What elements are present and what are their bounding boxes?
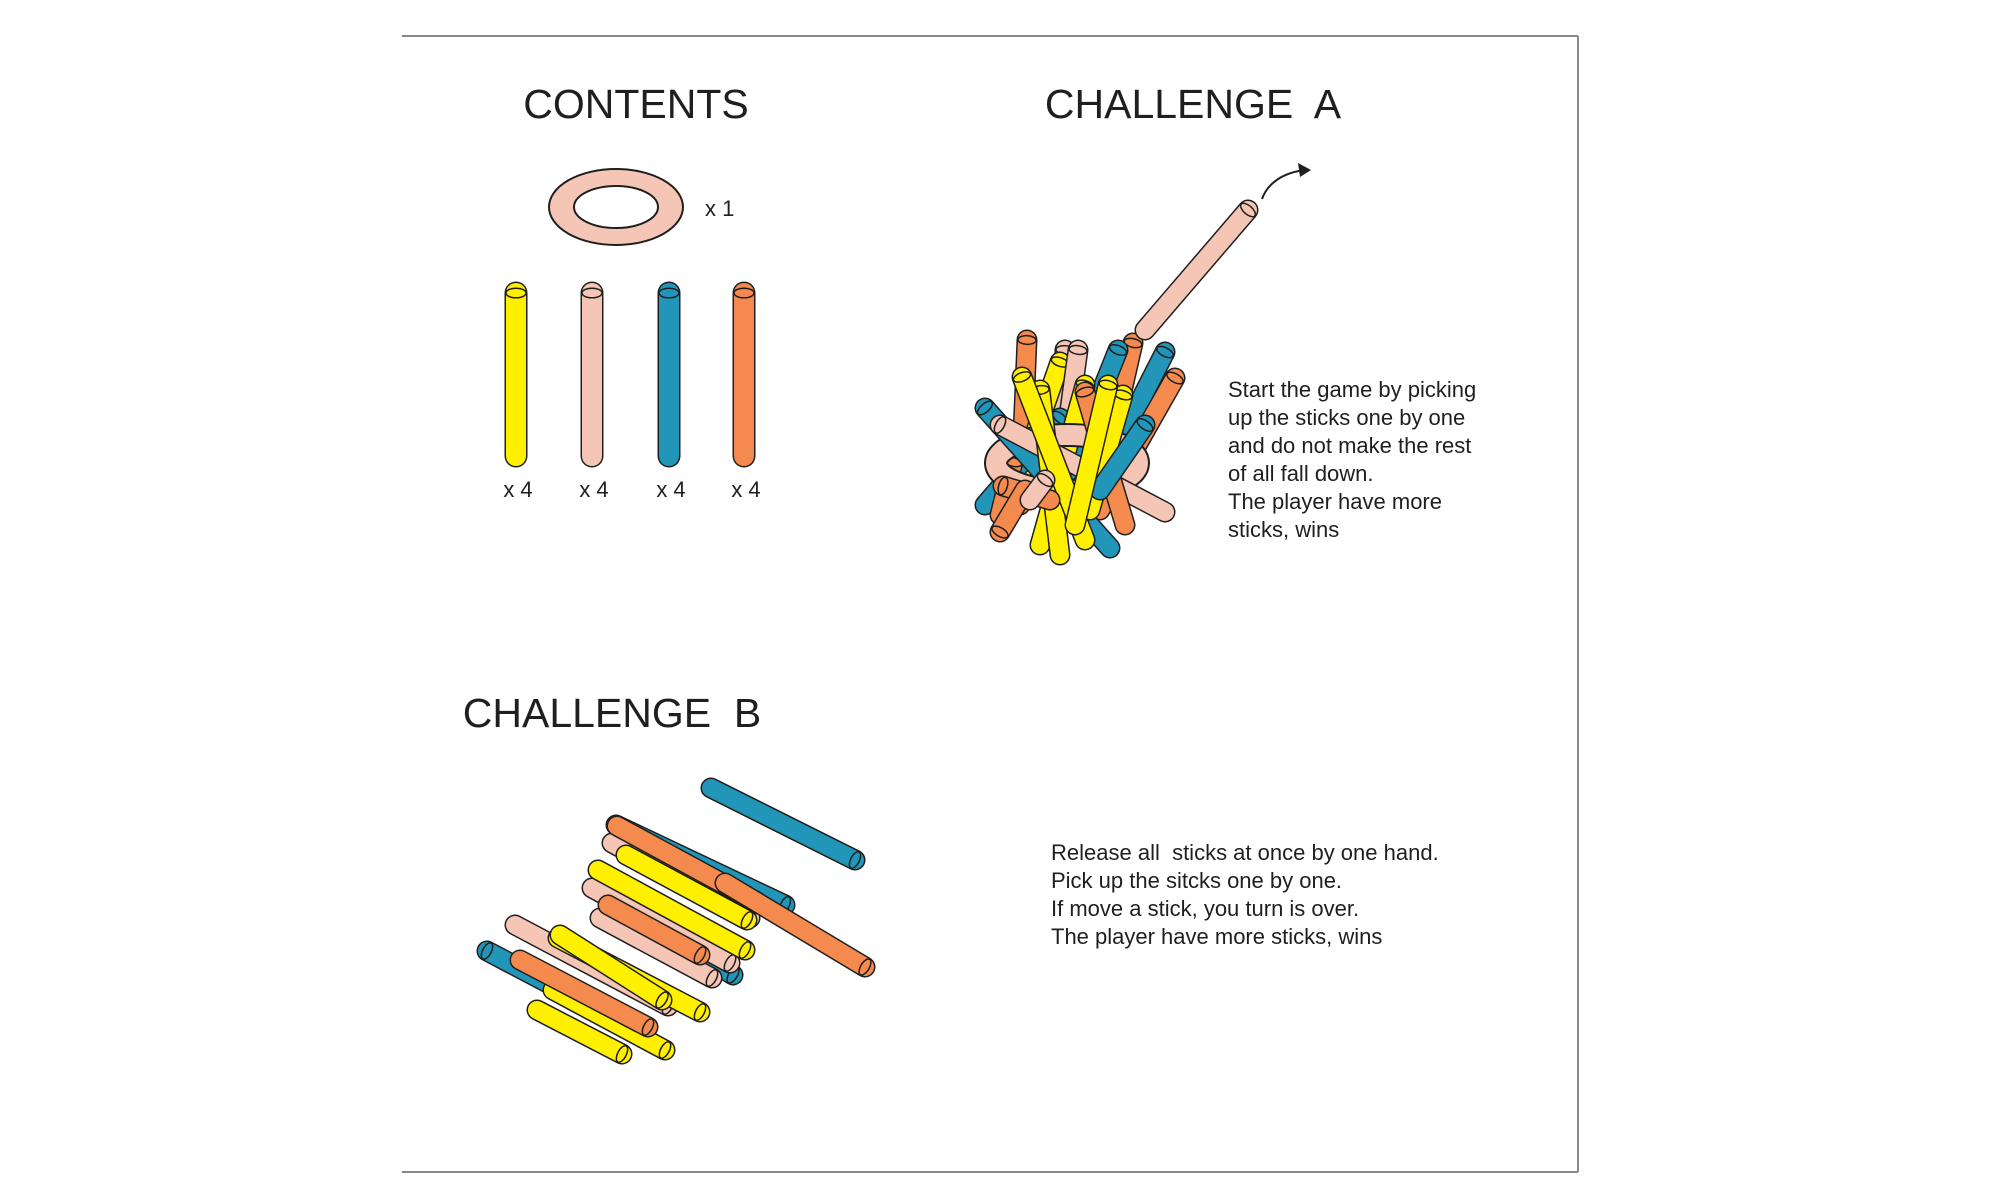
arrowhead-icon	[1298, 163, 1311, 177]
instruction-line: Release all sticks at once by one hand.	[1051, 840, 1439, 865]
instruction-line: The player have more	[1228, 489, 1442, 514]
challenge-b-title: CHALLENGE B	[463, 690, 762, 736]
contents-stick	[580, 281, 604, 468]
lift-arrow-icon	[1261, 169, 1307, 200]
pile-stick	[615, 844, 758, 931]
pile-stick	[714, 872, 876, 978]
contents-sticks: x 4 x 4 x 4 x 4	[503, 281, 761, 502]
challenge-b-instructions: Release all sticks at once by one hand. …	[1051, 839, 1439, 951]
pile-stick	[509, 949, 659, 1038]
pile-stick	[542, 979, 676, 1061]
instruction-line: If move a stick, you turn is over.	[1051, 896, 1360, 921]
ring-icon	[548, 168, 684, 246]
challenge-a-front-sticks	[974, 366, 1176, 566]
instruction-line: of all fall down.	[1228, 461, 1374, 486]
instruction-line: and do not make the rest	[1228, 433, 1472, 458]
stick-quantity: x 4	[579, 477, 608, 502]
contents-stick	[504, 281, 528, 468]
instruction-line: up the sticks one by one	[1228, 405, 1466, 430]
pile-stick	[587, 859, 756, 961]
pile-stick	[597, 894, 711, 966]
contents-title: CONTENTS	[523, 81, 749, 127]
instruction-line: Pick up the sitcks one by one.	[1051, 868, 1343, 893]
instruction-line: sticks, wins	[1228, 517, 1340, 542]
heap-stick	[1089, 414, 1156, 501]
pile-stick	[526, 999, 633, 1065]
challenge-a-title: CHALLENGE A	[1045, 81, 1342, 127]
contents-stick	[732, 281, 756, 468]
challenge-a-instructions: Start the game by picking up the sticks …	[1228, 376, 1476, 544]
challenge-b-stick-pile	[476, 777, 876, 1065]
instruction-line: Start the game by picking	[1228, 377, 1477, 402]
pile-stick	[700, 777, 866, 871]
lifted-stick	[1134, 199, 1259, 341]
stick-quantity: x 4	[731, 477, 760, 502]
challenge-a-lifted-stick	[1134, 199, 1259, 341]
stick-quantity: x 4	[656, 477, 685, 502]
contents-stick	[657, 281, 681, 468]
heap-stick	[1064, 374, 1119, 536]
stick-quantity: x 4	[503, 477, 532, 502]
pile-stick	[589, 907, 723, 989]
ring-quantity: x 1	[705, 196, 734, 221]
instruction-line: The player have more sticks, wins	[1051, 924, 1383, 949]
pile-stick	[549, 924, 673, 1011]
heap-stick	[1019, 469, 1056, 511]
